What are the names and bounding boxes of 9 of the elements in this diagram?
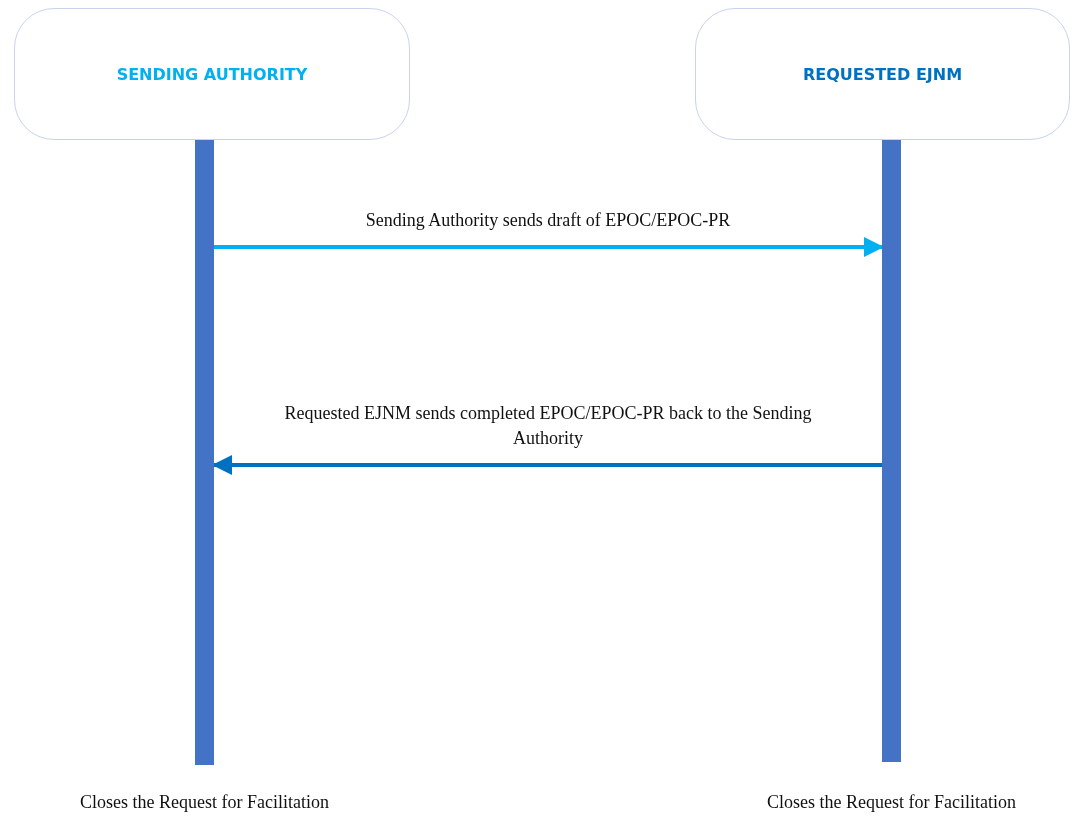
lifeline-bar [882,140,901,762]
participant-box [695,8,1070,140]
lifeline-note: Closes the Request for Facilitation [79,791,330,814]
message-arrow [214,237,884,257]
participant-name: SENDING AUTHORITY [116,64,308,84]
lifeline-note: Closes the Request for Facilitation [766,791,1017,814]
participant-box [14,8,410,140]
lifeline-bar [195,140,214,765]
participant-name: REQUESTED EJNM [802,64,963,84]
